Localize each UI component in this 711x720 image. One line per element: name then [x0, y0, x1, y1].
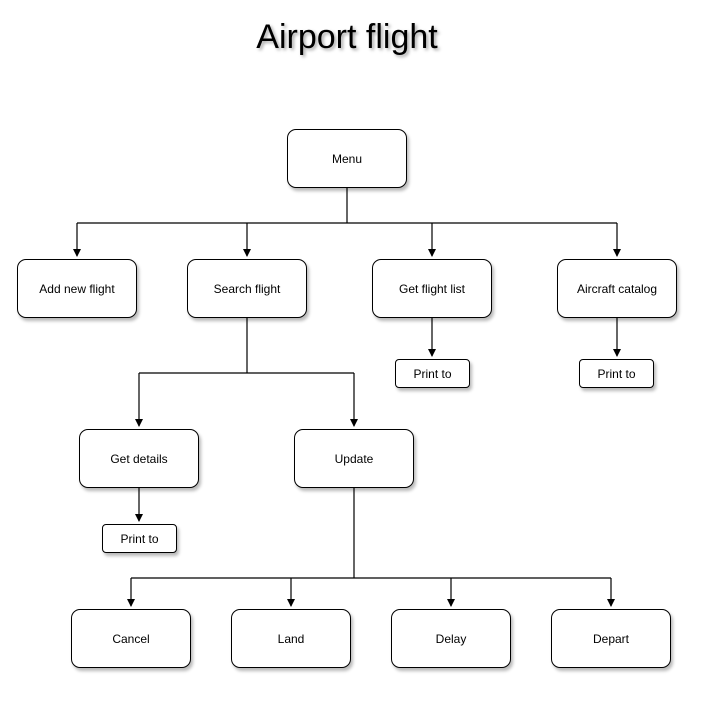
- node-search-flight[interactable]: Search flight: [187, 259, 307, 318]
- diagram-title: Airport flight: [256, 18, 438, 56]
- node-get-flight-list[interactable]: Get flight list: [372, 259, 492, 318]
- node-delay[interactable]: Delay: [391, 609, 511, 668]
- node-aircraft-catalog[interactable]: Aircraft catalog: [557, 259, 677, 318]
- node-get-details[interactable]: Get details: [79, 429, 199, 488]
- node-print-flight-list[interactable]: Print to: [395, 359, 470, 388]
- node-menu[interactable]: Menu: [287, 129, 407, 188]
- node-land[interactable]: Land: [231, 609, 351, 668]
- node-depart[interactable]: Depart: [551, 609, 671, 668]
- node-add-new-flight[interactable]: Add new flight: [17, 259, 137, 318]
- node-print-details[interactable]: Print to: [102, 524, 177, 553]
- node-cancel[interactable]: Cancel: [71, 609, 191, 668]
- node-print-aircraft[interactable]: Print to: [579, 359, 654, 388]
- node-update[interactable]: Update: [294, 429, 414, 488]
